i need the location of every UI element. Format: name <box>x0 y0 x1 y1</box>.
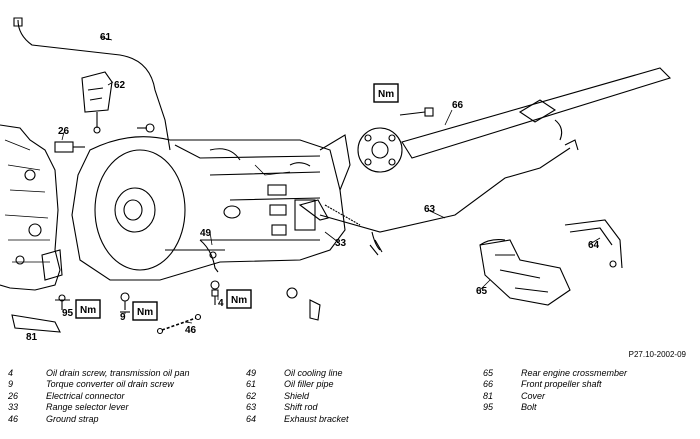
callout-46: 46 <box>185 325 197 336</box>
callout-4: 4 <box>218 298 224 309</box>
leader-lines <box>61 36 601 324</box>
engine-block <box>0 124 63 291</box>
shield <box>81 71 113 134</box>
svg-text:Nm: Nm <box>378 89 394 100</box>
shift-rod <box>319 139 579 256</box>
callout-61: 61 <box>100 32 112 43</box>
bolt-95 <box>55 294 70 310</box>
torque-badge: Nm <box>132 301 158 321</box>
figure-reference: P27.10-2002-09 <box>628 350 686 359</box>
callout-49: 49 <box>200 228 212 239</box>
callout-95: 95 <box>62 308 74 319</box>
callout-26: 26 <box>58 126 70 137</box>
range-selector-lever <box>298 199 361 226</box>
callout-64: 64 <box>588 240 600 251</box>
rear-engine-crossmember <box>479 239 571 306</box>
oil-filler-pipe <box>13 17 171 151</box>
front-propeller-shaft <box>357 67 672 173</box>
callout-9: 9 <box>120 312 126 323</box>
svg-text:Nm: Nm <box>231 295 247 306</box>
svg-text:Nm: Nm <box>137 307 153 318</box>
cover <box>11 314 61 333</box>
oil-cooling-line <box>199 239 219 273</box>
callout-62: 62 <box>114 80 126 91</box>
torque-badge: Nm <box>75 299 101 319</box>
ground-strap <box>156 313 202 335</box>
callout-33: 33 <box>335 238 347 249</box>
exploded-diagram: 61 62 26 66 63 33 49 64 65 9 4 95 81 46 … <box>0 17 672 343</box>
callout-63: 63 <box>424 204 436 215</box>
callout-81: 81 <box>26 332 38 343</box>
transmission <box>71 134 351 281</box>
fastener <box>286 287 321 321</box>
svg-text:Nm: Nm <box>80 305 96 316</box>
electrical-connector <box>54 123 155 153</box>
callout-66: 66 <box>452 100 464 111</box>
torque-badge: Nm <box>373 83 399 103</box>
torque-badge: Nm <box>226 289 252 309</box>
drain-screw-9 <box>120 292 130 313</box>
callout-65: 65 <box>476 286 488 297</box>
exhaust-bracket <box>564 219 623 269</box>
